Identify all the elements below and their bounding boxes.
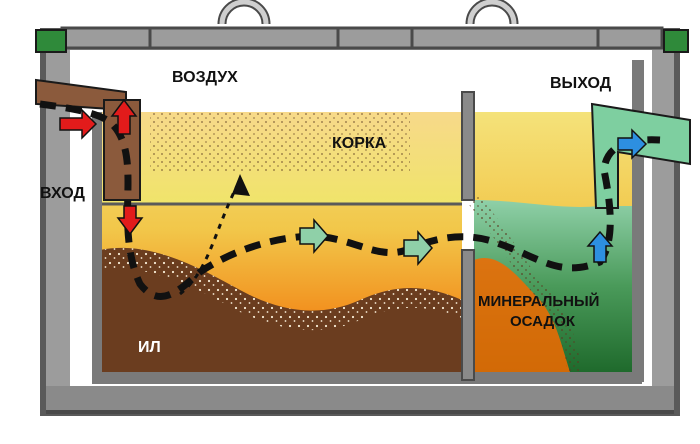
flow-arrow-icon (617, 128, 648, 160)
label-mineral-line2: ОСАДОК (510, 313, 576, 330)
cap-icon (35, 29, 67, 53)
label-mineral-line1: МИНЕРАЛЬНЫЙ (478, 292, 599, 310)
label-outlet: ВЫХОД (550, 75, 612, 92)
flow-arrow-icon (232, 174, 250, 196)
label-crust: КОРКА (332, 135, 387, 152)
flow-arrow-icon (403, 230, 433, 266)
baffle-upper (461, 91, 475, 201)
outlet-pipe (590, 102, 691, 209)
flow-arrow-icon (116, 205, 144, 236)
flow-path (39, 100, 661, 300)
flow-arrow-icon (299, 218, 329, 254)
tank-wall-left (92, 112, 102, 382)
flow-arrow-icon (586, 230, 614, 263)
flow-arrow-icon (110, 98, 138, 135)
lifting-ring-icon (217, 0, 271, 25)
label-sludge: ИЛ (138, 339, 161, 356)
flow-arrow-icon (59, 108, 98, 140)
tank-floor (92, 372, 642, 384)
label-inlet: ВХОД (40, 185, 85, 202)
tank-wall-right (632, 60, 644, 382)
lifting-ring-icon (465, 0, 519, 25)
cap-icon (663, 29, 689, 53)
baffle-lower (461, 249, 475, 381)
label-air: ВОЗДУХ (172, 69, 238, 86)
